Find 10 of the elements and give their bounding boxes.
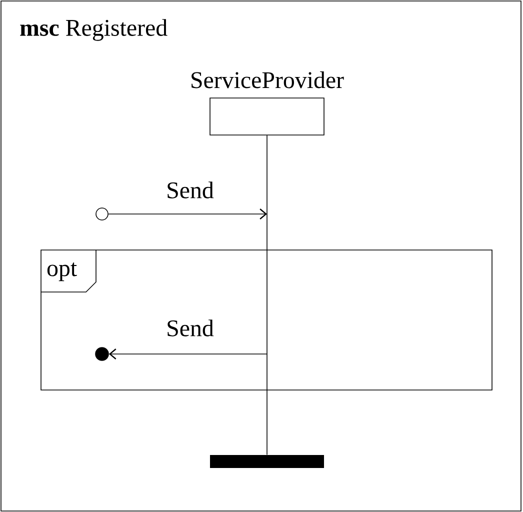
message-arrow	[108, 208, 267, 220]
message-arrow	[108, 348, 268, 360]
message-label: Send	[168, 320, 214, 336]
lifeline	[266, 135, 268, 456]
instance-end-bar	[210, 455, 324, 468]
endpoint-circle	[96, 208, 108, 220]
node-label: ServiceProvider	[192, 71, 344, 88]
message-label: Send	[168, 182, 214, 198]
instance-head: ServiceProvider	[192, 71, 344, 136]
endpoint-circle	[95, 347, 109, 361]
